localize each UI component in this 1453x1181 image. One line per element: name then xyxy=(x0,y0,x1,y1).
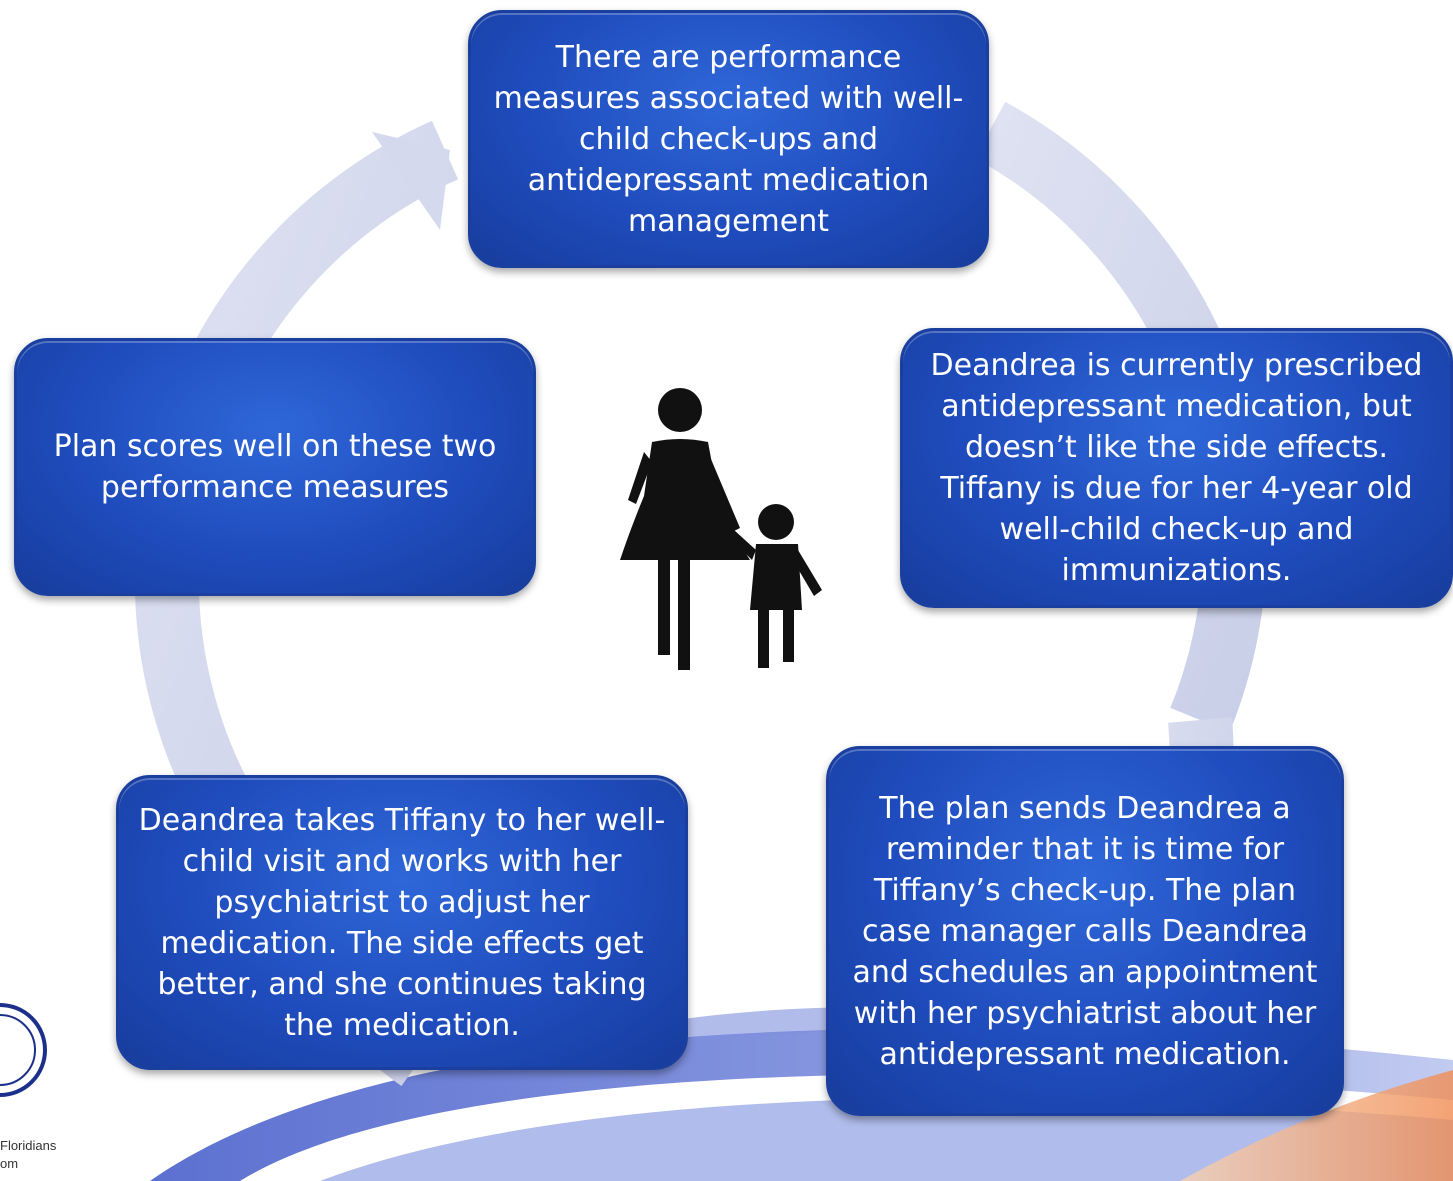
footer-line: Floridians xyxy=(0,1138,57,1153)
cycle-node-text: Deandrea is currently prescribed antidep… xyxy=(930,348,1423,588)
cycle-node-bottom-right: The plan sends Deandrea a reminder that … xyxy=(826,746,1344,1116)
cycle-node-text: Deandrea takes Tiffany to her well-child… xyxy=(138,802,666,1043)
cycle-node-text: There are performance measures associate… xyxy=(493,39,964,239)
logo-seal-fragment xyxy=(0,1003,47,1097)
cycle-node-left: Plan scores well on these two performanc… xyxy=(14,338,536,596)
cycle-arrowhead xyxy=(372,132,450,230)
cycle-node-top: There are performance measures associate… xyxy=(468,10,989,268)
cycle-node-text: Plan scores well on these two performanc… xyxy=(53,429,497,505)
mother-and-child-icon xyxy=(620,388,822,670)
cycle-node-bottom-left: Deandrea takes Tiffany to her well-child… xyxy=(116,775,688,1070)
cycle-node-text: The plan sends Deandrea a reminder that … xyxy=(852,790,1318,1072)
footer-line: om xyxy=(0,1156,19,1171)
cycle-node-right: Deandrea is currently prescribed antidep… xyxy=(900,328,1453,608)
footer-tagline: Floridians om xyxy=(0,1137,120,1173)
